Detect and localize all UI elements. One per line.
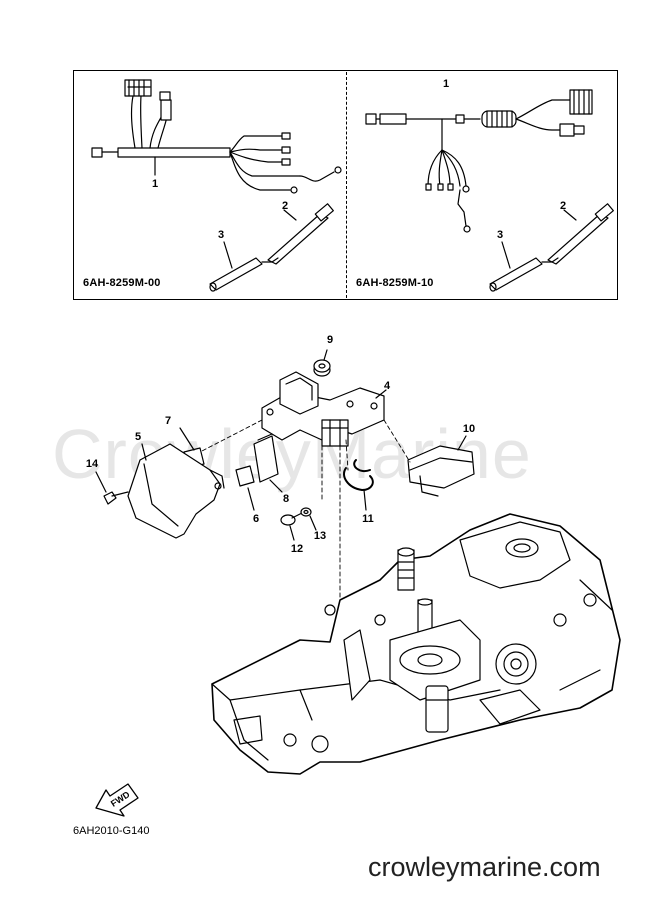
pad-6	[235, 465, 255, 511]
callout-5: 5	[134, 431, 142, 443]
callout-harness-left: 1	[151, 178, 159, 190]
footer-brand: crowleymarine.com	[368, 852, 601, 882]
cover-5	[127, 443, 225, 539]
callout-8: 8	[282, 493, 290, 505]
callout-4: 4	[383, 380, 391, 392]
cable-tie-right	[541, 203, 614, 265]
grommet-9	[313, 349, 331, 377]
wire-harness-left	[91, 79, 342, 194]
kit-divider	[346, 72, 347, 298]
fwd-arrow	[95, 783, 139, 817]
holder-10	[407, 435, 475, 497]
engine-block	[211, 513, 621, 775]
washer-13	[300, 507, 317, 531]
callout-6: 6	[252, 513, 260, 525]
kit-code-left: 6AH-8259M-00	[83, 277, 161, 289]
bolt-14	[95, 471, 129, 505]
callout-10: 10	[462, 423, 476, 435]
cable-tie-left	[261, 203, 334, 265]
tube-left	[209, 241, 263, 292]
callout-tie-right: 2	[559, 200, 567, 212]
callout-14: 14	[85, 458, 99, 470]
bracket-4	[261, 371, 387, 447]
callout-12: 12	[290, 543, 304, 555]
callout-tie-left: 2	[281, 200, 289, 212]
callout-7: 7	[164, 415, 172, 427]
wire-harness-right	[365, 89, 593, 233]
kit-code-right: 6AH-8259M-10	[356, 277, 434, 289]
tube-right	[489, 241, 543, 292]
callout-tube-left: 3	[217, 229, 225, 241]
plate-8	[253, 433, 283, 493]
callout-tube-right: 3	[496, 229, 504, 241]
clamp-11	[343, 459, 374, 511]
callout-9: 9	[326, 334, 334, 346]
diagram-code: 6AH2010-G140	[73, 825, 150, 837]
callout-harness-right: 1	[442, 78, 450, 90]
callout-13: 13	[313, 530, 327, 542]
kit-box	[73, 70, 618, 300]
callout-11: 11	[362, 513, 374, 525]
screw-12	[280, 511, 305, 541]
